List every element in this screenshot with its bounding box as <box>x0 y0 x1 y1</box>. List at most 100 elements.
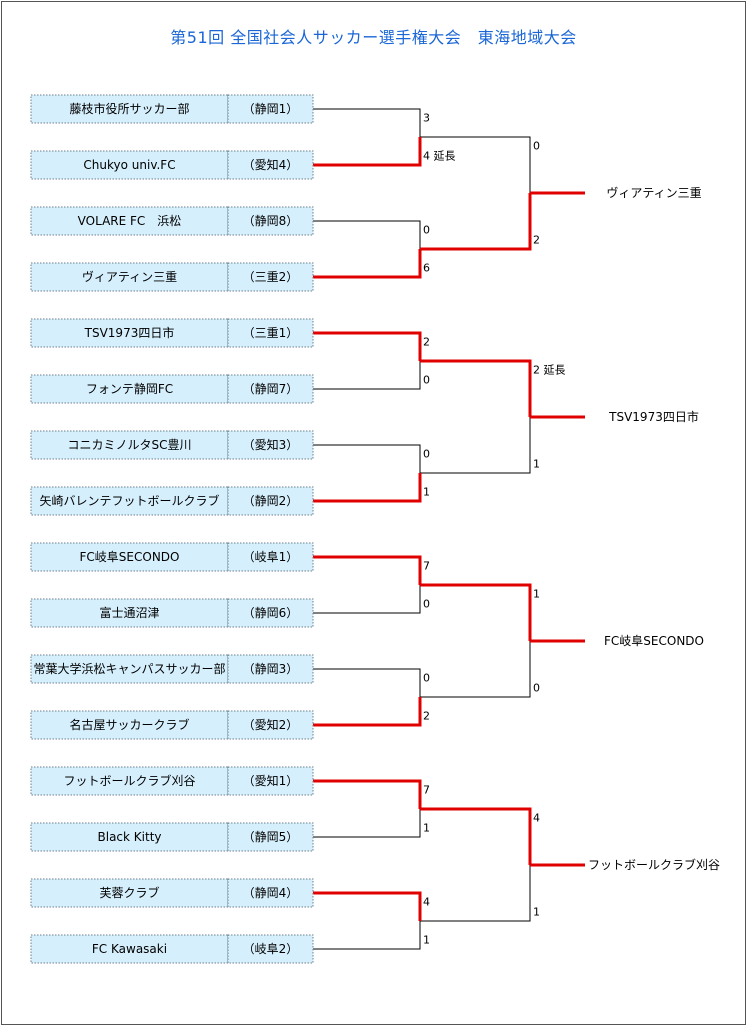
r1-score-bottom: 0 <box>423 374 430 387</box>
team-pref: （三重2） <box>243 270 299 284</box>
r2-score-bottom: 0 <box>533 682 540 695</box>
team-name: Chukyo univ.FC <box>83 158 175 172</box>
team-name-box <box>30 374 229 404</box>
team-name: 藤枝市役所サッカー部 <box>69 101 189 116</box>
r2-line-bottom <box>420 417 531 474</box>
team-pref-box <box>227 878 314 908</box>
team-name-box <box>30 654 229 684</box>
team-pref-box <box>227 766 314 796</box>
r2-line-bottom <box>420 193 532 251</box>
team-pref: （岐阜1） <box>243 550 299 564</box>
team-name: 芙蓉クラブ <box>99 885 159 900</box>
r1-line-top <box>313 555 422 585</box>
team-pref-box <box>227 430 314 460</box>
team-pref: （静岡6） <box>243 606 299 620</box>
team-pref-box <box>227 486 314 516</box>
r2-score-bottom: 1 <box>533 458 540 471</box>
team-pref-box <box>227 94 314 124</box>
r1-line-bottom <box>313 809 421 838</box>
team-pref: （静岡2） <box>243 494 299 508</box>
team-pref: （静岡7） <box>243 382 299 396</box>
team-pref-box <box>227 318 314 348</box>
team-pref: （静岡1） <box>243 102 299 116</box>
team-pref-box <box>227 598 314 628</box>
r2-score-bottom: 2 <box>533 234 540 247</box>
team-name: TSV1973四日市 <box>84 325 175 340</box>
r1-score-bottom: 1 <box>423 486 430 499</box>
r1-score-top: 4 <box>423 896 430 909</box>
team-name: FC岐阜SECONDO <box>80 550 180 564</box>
block-winner-name: ヴィアティン三重 <box>606 185 701 200</box>
team-name: Black Kitty <box>98 830 162 844</box>
team-name: フットボールクラブ刈谷 <box>63 773 195 788</box>
team-name: 矢崎バレンテフットボールクラブ <box>39 493 219 508</box>
r1-score-top: 7 <box>423 560 430 573</box>
r1-score-top: 0 <box>423 224 430 237</box>
r1-line-top <box>313 444 421 473</box>
r1-line-bottom <box>313 697 422 727</box>
team-pref: （愛知1） <box>243 774 299 788</box>
team-pref: （静岡5） <box>243 830 299 844</box>
team-pref: （愛知4） <box>243 158 299 172</box>
team-pref: （静岡4） <box>243 886 299 900</box>
r1-score-top: 7 <box>423 784 430 797</box>
r2-line-bottom <box>420 865 531 922</box>
team-pref: （岐阜2） <box>243 942 299 956</box>
r2-score-bottom: 1 <box>533 906 540 919</box>
team-name-box <box>30 710 229 740</box>
team-pref-box <box>227 934 314 964</box>
r2-line-top <box>420 583 532 641</box>
r1-score-top: 0 <box>423 672 430 685</box>
r1-line-bottom <box>313 473 422 503</box>
r1-line-top <box>313 891 422 921</box>
team-pref: （静岡8） <box>243 214 299 228</box>
r2-line-bottom <box>420 641 531 698</box>
team-name-box <box>30 262 229 292</box>
team-name-box <box>30 598 229 628</box>
team-entries: 藤枝市役所サッカー部 （静岡1） Chukyo univ.FC （愛知4） VOLARE… <box>30 94 314 964</box>
team-pref-box <box>227 710 314 740</box>
r1-line-top <box>313 108 421 137</box>
team-name-box <box>30 206 229 236</box>
team-pref: （三重1） <box>243 326 299 340</box>
team-pref-box <box>227 654 314 684</box>
team-name: コニカミノルタSC豊川 <box>68 438 192 452</box>
r2-score-top: 4 <box>533 812 540 825</box>
r1-line-top <box>313 220 421 249</box>
r1-score-bottom: 1 <box>423 934 430 947</box>
r2-score-top: 1 <box>533 588 540 601</box>
block-winner-name: TSV1973四日市 <box>608 409 699 424</box>
team-pref-box <box>227 822 314 852</box>
team-name-box <box>30 878 229 908</box>
r1-line-bottom <box>313 137 422 167</box>
r1-line-bottom <box>313 361 421 390</box>
team-pref-box <box>227 542 314 572</box>
bracket-lines-winner <box>313 137 585 921</box>
team-name-box <box>30 150 229 180</box>
r2-line-top <box>420 807 532 865</box>
r1-line-bottom <box>313 921 421 950</box>
team-name: フォンテ静岡FC <box>86 382 173 396</box>
block-winner-name: FC岐阜SECONDO <box>604 634 704 648</box>
team-pref-box <box>227 262 314 292</box>
r1-line-bottom <box>313 585 421 614</box>
team-pref: （愛知3） <box>243 438 299 452</box>
r1-line-top <box>313 668 421 697</box>
r2-score-top: 0 <box>533 140 540 153</box>
team-name: 常葉大学浜松キャンパスサッカー部 <box>33 661 225 676</box>
page-title: 第51回 全国社会人サッカー選手権大会 東海地域大会 <box>170 28 577 47</box>
team-pref: （静岡3） <box>243 662 299 676</box>
team-name: 富士通沼津 <box>99 605 159 620</box>
team-name: VOLARE FC 浜松 <box>78 214 182 228</box>
r1-score-top: 0 <box>423 448 430 461</box>
team-name: FC Kawasaki <box>92 942 167 956</box>
bracket-lines-loser <box>313 108 531 950</box>
r1-line-top <box>313 331 422 361</box>
r1-line-top <box>313 779 422 809</box>
r1-score-bottom: 6 <box>423 262 430 275</box>
team-pref-box <box>227 150 314 180</box>
team-pref-box <box>227 206 314 236</box>
r1-score-top: 3 <box>423 112 430 125</box>
